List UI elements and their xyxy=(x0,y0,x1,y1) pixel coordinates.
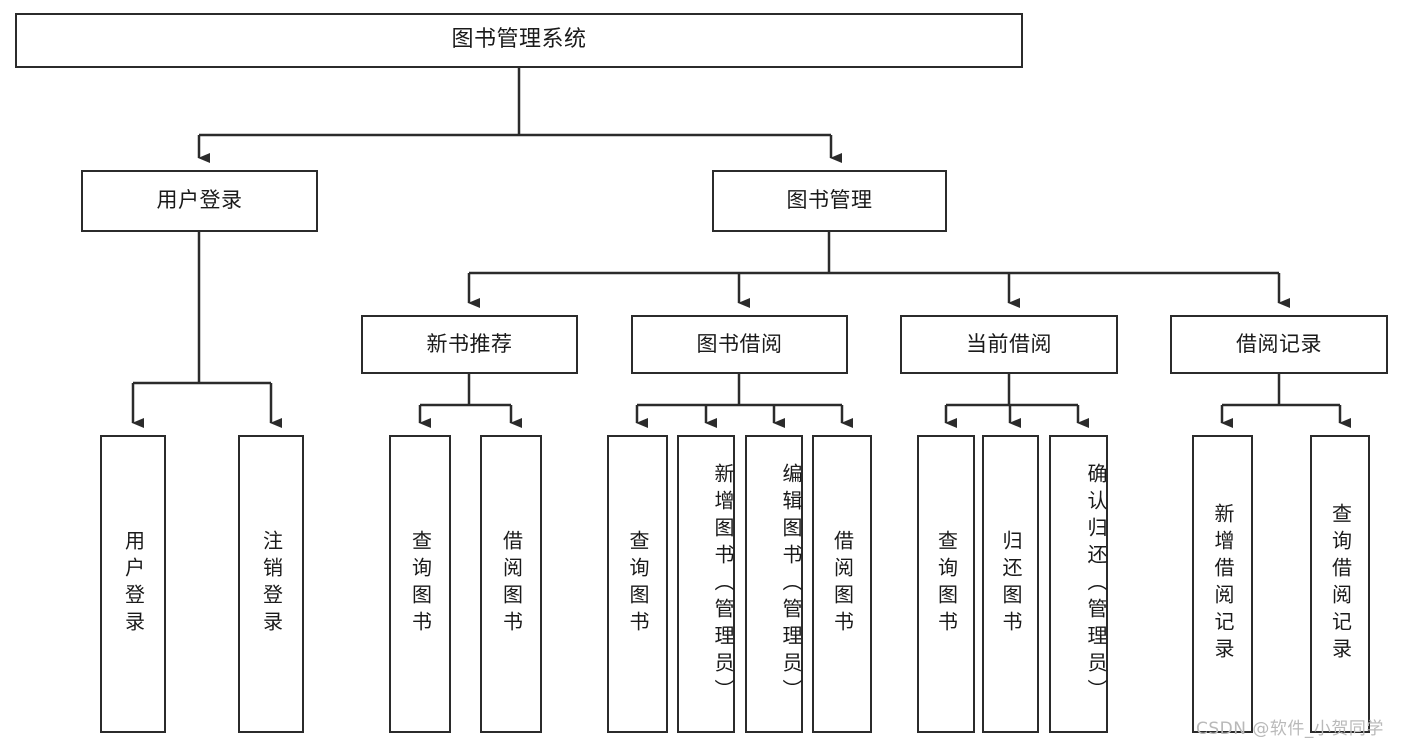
node-leaf-edit-book-admin[interactable]: 编辑图书（管理员） xyxy=(745,435,803,733)
edges-currentborrow-to-leaves xyxy=(944,374,1089,428)
edges-bookmanage-to-level3 xyxy=(467,232,1290,308)
edges-bookborrow-to-leaves xyxy=(635,374,853,428)
node-leaf-add-book-admin[interactable]: 新增图书（管理员） xyxy=(677,435,735,733)
node-leaf-add-borrow-record[interactable]: 新增借阅记录 xyxy=(1192,435,1253,733)
node-leaf-query-book-current[interactable]: 查询图书 xyxy=(917,435,975,733)
node-root-system[interactable]: 图书管理系统 xyxy=(15,13,1023,68)
edges-borrowrecord-to-leaves xyxy=(1220,374,1351,428)
node-borrow-record[interactable]: 借阅记录 xyxy=(1170,315,1388,374)
edges-root-to-level2 xyxy=(197,68,842,163)
node-leaf-confirm-return-admin[interactable]: 确认归还（管理员） xyxy=(1049,435,1108,733)
csdn-watermark: CSDN @软件_小贺同学 xyxy=(1196,719,1384,739)
node-leaf-borrow-book-recommend[interactable]: 借阅图书 xyxy=(480,435,542,733)
node-leaf-return-book[interactable]: 归还图书 xyxy=(982,435,1039,733)
node-new-book-recommend[interactable]: 新书推荐 xyxy=(361,315,578,374)
node-leaf-query-book-recommend[interactable]: 查询图书 xyxy=(389,435,451,733)
node-book-borrow[interactable]: 图书借阅 xyxy=(631,315,848,374)
node-current-borrow[interactable]: 当前借阅 xyxy=(900,315,1118,374)
node-leaf-user-logout[interactable]: 注销登录 xyxy=(238,435,304,733)
node-leaf-user-login[interactable]: 用户登录 xyxy=(100,435,166,733)
node-leaf-query-book-borrow[interactable]: 查询图书 xyxy=(607,435,668,733)
node-leaf-query-borrow-record[interactable]: 查询借阅记录 xyxy=(1310,435,1370,733)
edges-newbookrec-to-leaves xyxy=(418,374,522,428)
node-leaf-borrow-book[interactable]: 借阅图书 xyxy=(812,435,872,733)
node-user-login[interactable]: 用户登录 xyxy=(81,170,318,232)
node-book-manage[interactable]: 图书管理 xyxy=(712,170,947,232)
edges-userlogin-to-leaves xyxy=(131,232,282,428)
